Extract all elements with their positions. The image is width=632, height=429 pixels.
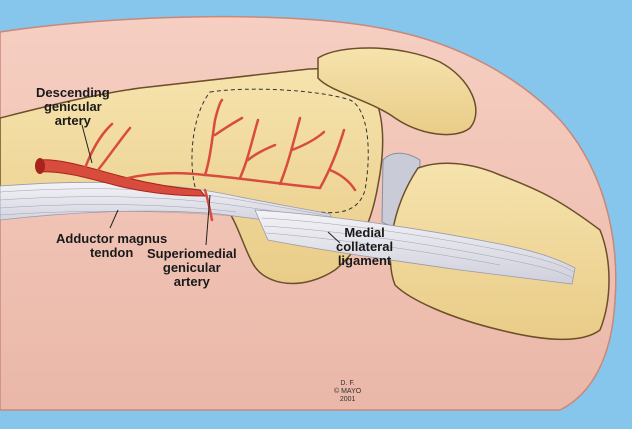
ligament-fiber-lines — [261, 217, 575, 279]
artery-cut-end — [35, 158, 45, 174]
label-descending-genicular-artery: Descending genicular artery — [36, 85, 110, 128]
artist-credit: D. F. © MAYO 2001 — [334, 380, 362, 403]
patella — [317, 47, 477, 136]
label-superiomedial-genicular-artery: Superiomedial genicular artery — [147, 246, 237, 289]
label-medial-collateral-ligament: Medial collateral ligament — [336, 225, 394, 268]
label-adductor-magnus-tendon: Adductor magnus tendon — [56, 231, 168, 260]
leader-lines — [81, 124, 341, 246]
main-artery — [37, 159, 207, 197]
medial-collateral-ligament — [254, 209, 576, 285]
